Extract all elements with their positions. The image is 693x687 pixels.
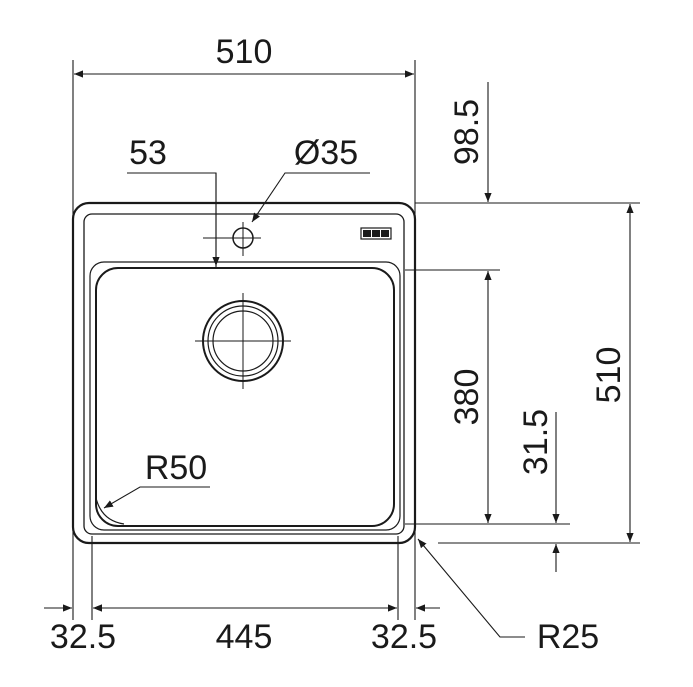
label-bowl-width: 445 — [216, 618, 273, 656]
bowl-outline — [95, 267, 395, 527]
label-top-offset: 98.5 — [448, 99, 486, 165]
leader-bowl-radius — [103, 486, 210, 509]
label-right-margin: 32.5 — [371, 618, 437, 656]
dimension-lines — [44, 70, 634, 638]
label-overall-height: 510 — [590, 347, 628, 404]
brand-plate — [360, 227, 392, 240]
label-bowl-height: 380 — [448, 369, 486, 426]
drain — [195, 293, 291, 389]
label-outer-radius: R25 — [537, 618, 599, 656]
label-bowl-radius: R50 — [145, 449, 207, 487]
label-left-margin: 32.5 — [50, 618, 116, 656]
leader-tap-hole-offset — [127, 172, 220, 266]
leader-outer-radius — [417, 538, 525, 638]
sink-outline — [71, 201, 417, 545]
tap-hole — [203, 222, 261, 256]
label-tap-hole-diameter: Ø35 — [294, 134, 358, 172]
bowl-corner-shadow — [95, 497, 125, 525]
sink-outer-edge — [71, 201, 417, 545]
dimension-labels: 510 53 Ø35 R50 32.5 445 32.5 R25 98.5 38… — [50, 33, 628, 656]
bowl-rim — [89, 261, 401, 531]
leader-tap-hole-diameter — [251, 172, 370, 223]
label-bottom-offset: 31.5 — [517, 409, 555, 475]
label-tap-hole-offset: 53 — [129, 134, 167, 172]
label-overall-width: 510 — [216, 33, 273, 71]
sink-deck-edge — [83, 213, 405, 535]
